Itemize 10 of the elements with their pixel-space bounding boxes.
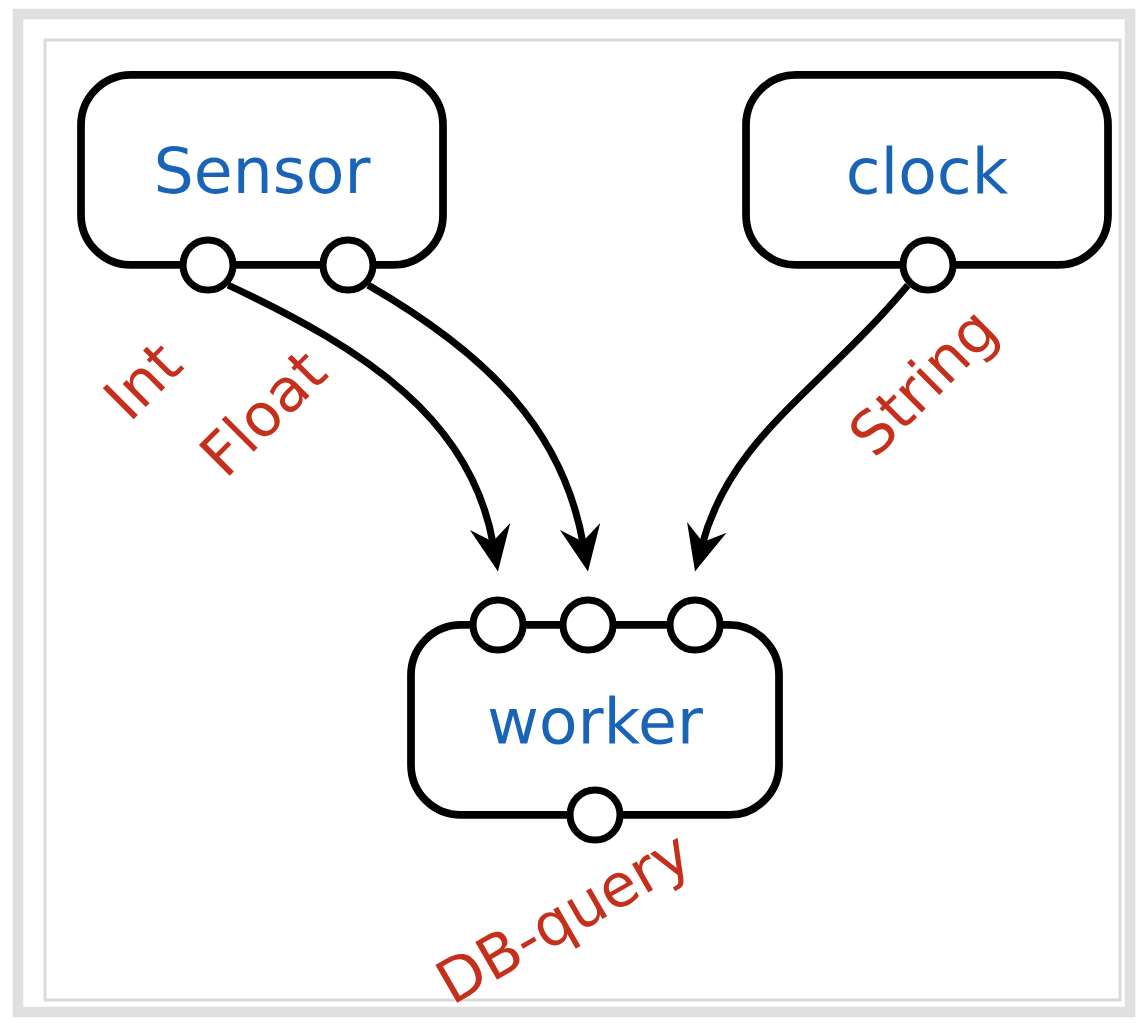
port-circle [179, 236, 237, 294]
component-box: clock [742, 71, 1112, 269]
port-circle [899, 236, 957, 294]
port-circle [469, 596, 527, 654]
component-box: worker [407, 621, 783, 819]
port-circle [319, 236, 377, 294]
port-circle [666, 596, 724, 654]
port-circle [559, 596, 617, 654]
port-label: Int [102, 345, 185, 420]
component-box: Sensor [77, 71, 447, 269]
